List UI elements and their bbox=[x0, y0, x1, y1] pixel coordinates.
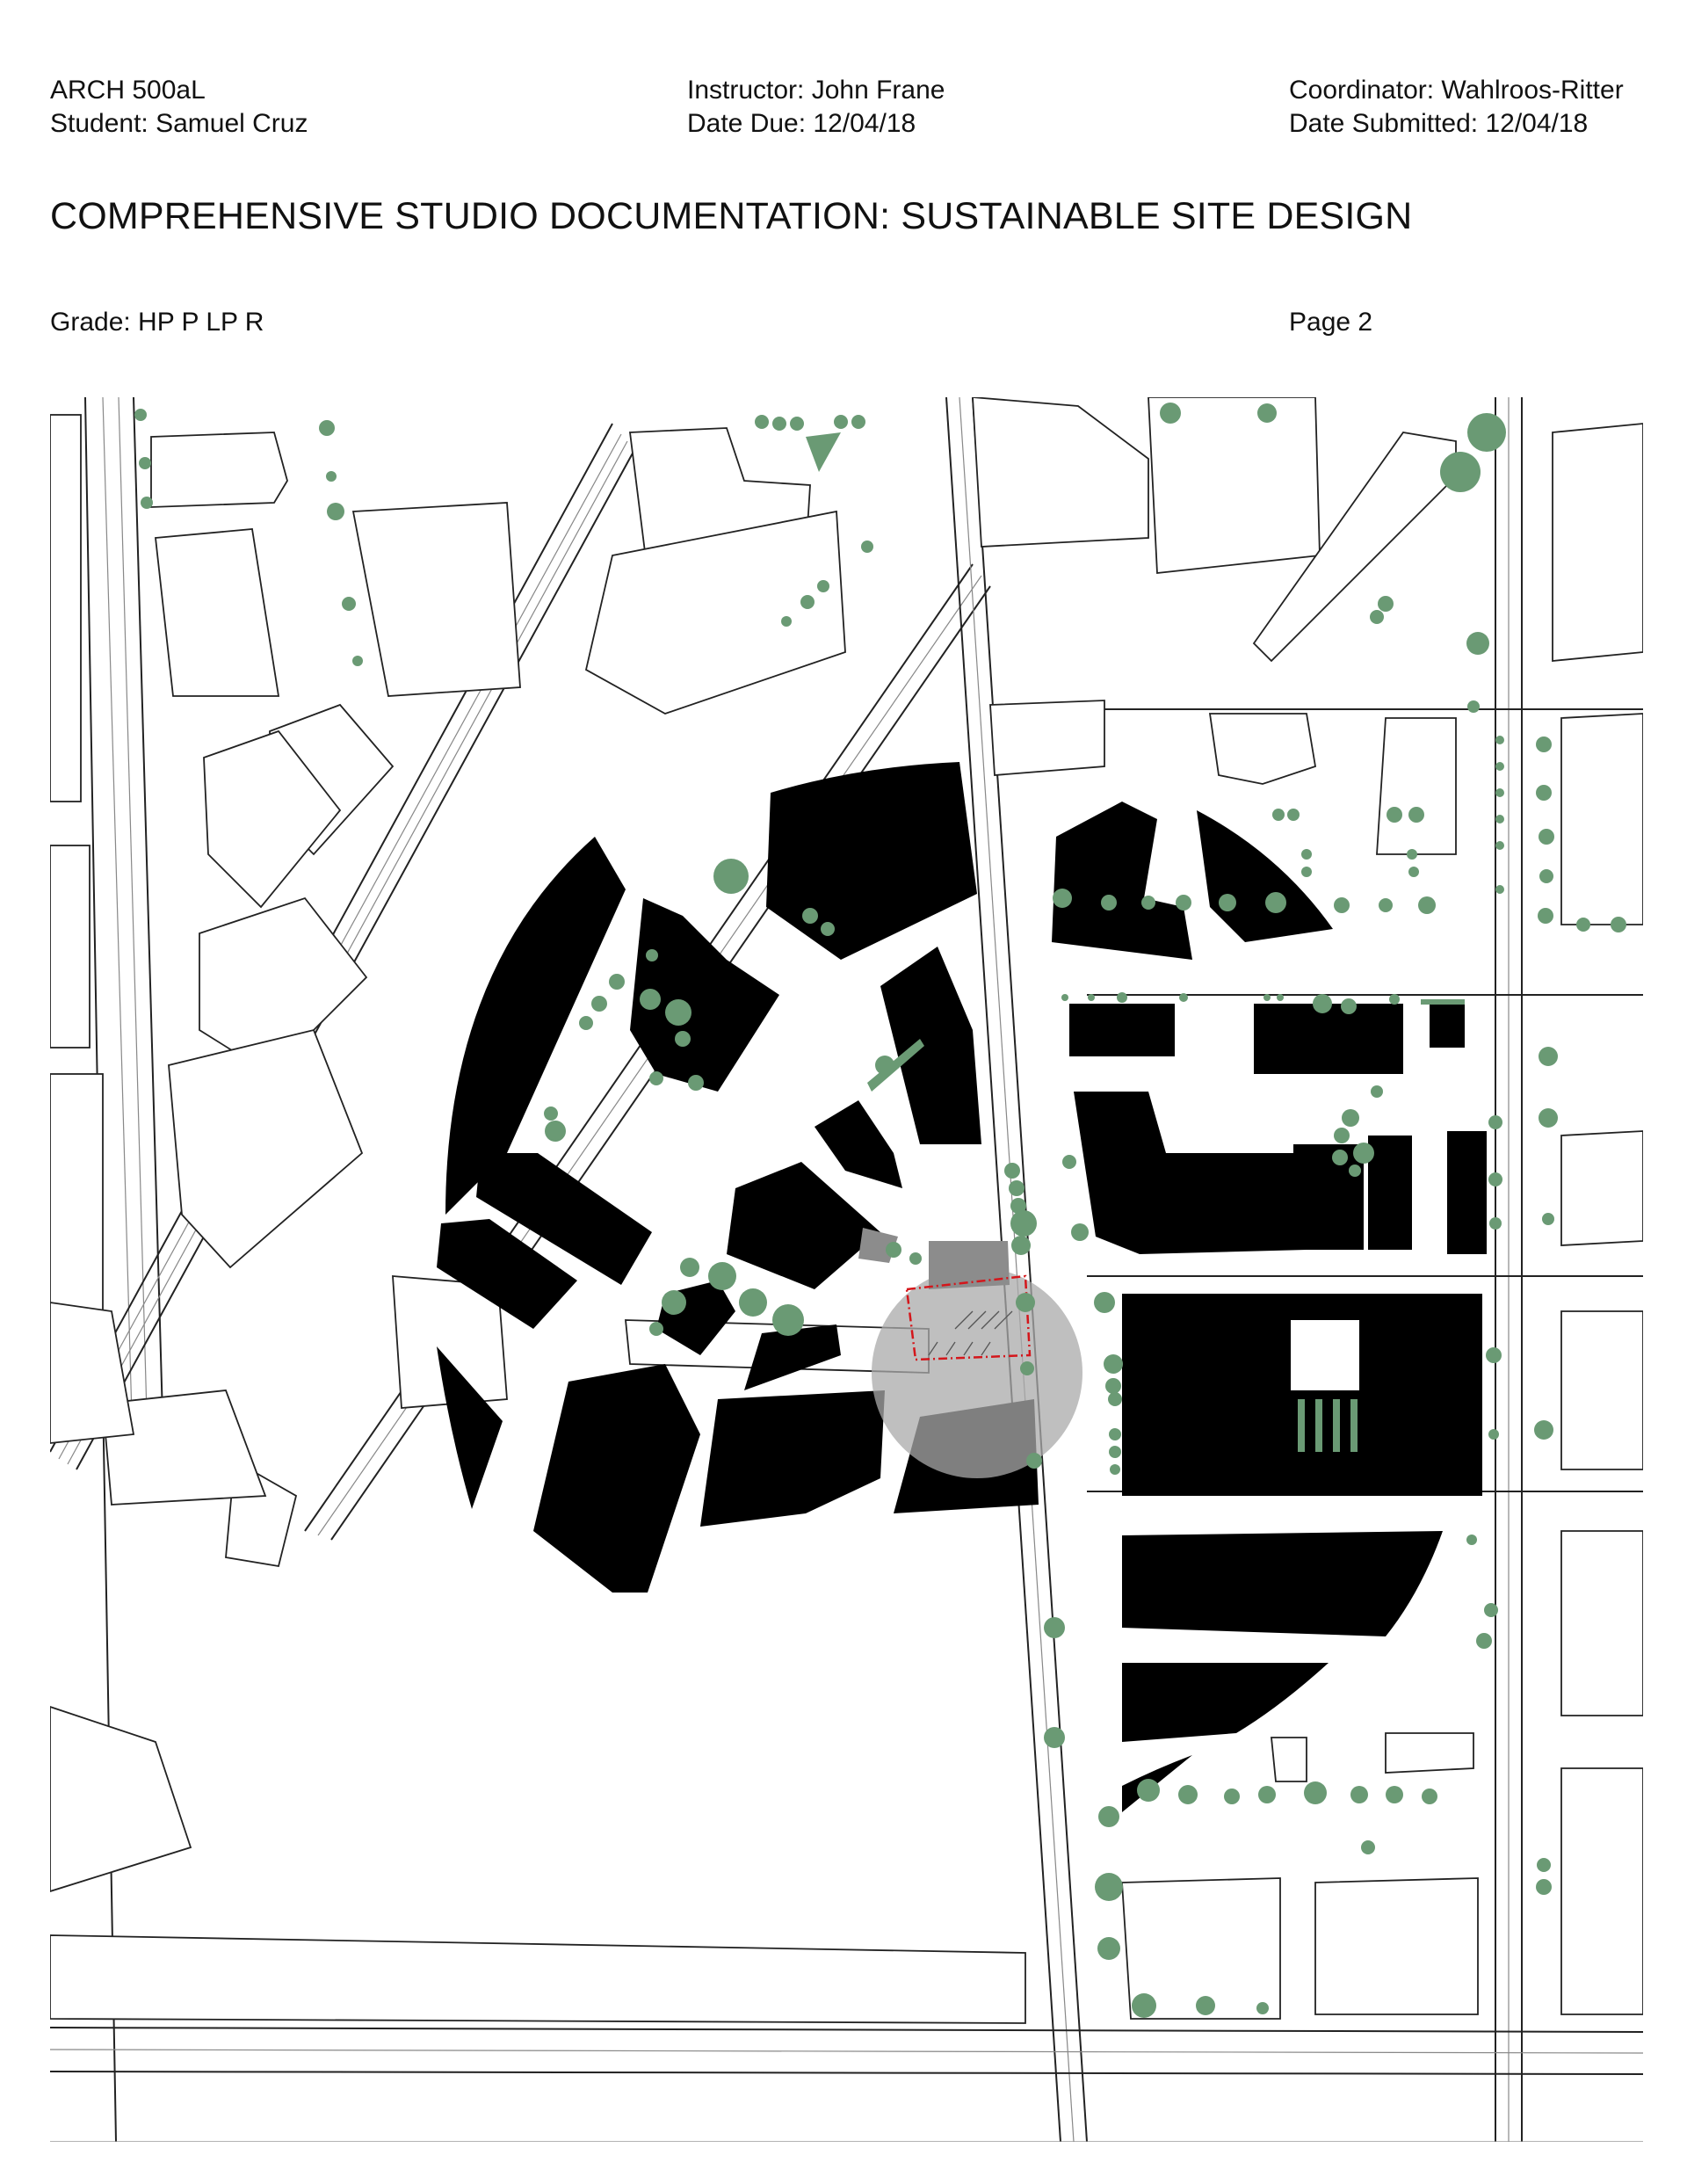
building-block-v bbox=[1122, 1531, 1443, 1636]
header-middle: Instructor: John Frane Date Due: 12/04/1… bbox=[687, 74, 945, 141]
green-strip bbox=[867, 1039, 924, 1092]
pavilion-gray bbox=[929, 1241, 1010, 1289]
instructor-name: Instructor: John Frane bbox=[687, 76, 945, 105]
building-block-n bbox=[1197, 810, 1333, 942]
site-plan-svg bbox=[50, 397, 1643, 2142]
courtyard-block bbox=[1122, 1294, 1482, 1496]
building-block-i bbox=[744, 1324, 841, 1390]
building-block-j bbox=[533, 1364, 700, 1593]
building-block-r bbox=[1074, 1092, 1307, 1254]
building-block-f bbox=[815, 1100, 902, 1188]
building-block-b bbox=[476, 1153, 652, 1285]
building-block-a bbox=[630, 898, 779, 1092]
coordinator-name: Coordinator: Wahlroos-Ritter bbox=[1289, 76, 1624, 105]
building-block-t bbox=[1368, 1136, 1412, 1250]
building-block-u bbox=[1447, 1131, 1487, 1254]
green-triangle bbox=[806, 432, 841, 472]
project-site bbox=[806, 432, 1465, 1478]
parking-stalls bbox=[928, 1310, 1013, 1356]
date-due: Date Due: 12/04/18 bbox=[687, 109, 916, 138]
document-title: COMPREHENSIVE STUDIO DOCUMENTATION: SUST… bbox=[50, 195, 1413, 237]
building-block-e bbox=[880, 947, 981, 1144]
building-block-m bbox=[1052, 802, 1192, 960]
context-buildings bbox=[50, 397, 1643, 2024]
parking-planting-strips bbox=[1298, 1399, 1358, 1452]
arc-building-north bbox=[445, 837, 626, 1215]
building-block-g bbox=[727, 1162, 880, 1289]
course-code: ARCH 500aL bbox=[50, 76, 206, 105]
building-block-p bbox=[1254, 1004, 1403, 1074]
header-left: ARCH 500aL Student: Samuel Cruz bbox=[50, 74, 308, 141]
site-boundary bbox=[905, 1274, 1032, 1361]
site-plan-drawing bbox=[50, 397, 1643, 2142]
plaza-circle bbox=[872, 1267, 1082, 1478]
building-block-w bbox=[1122, 1663, 1329, 1742]
student-name: Student: Samuel Cruz bbox=[50, 109, 308, 138]
date-submitted: Date Submitted: 12/04/18 bbox=[1289, 109, 1589, 138]
grade-line: Grade: HP P LP R bbox=[50, 308, 264, 337]
trees bbox=[134, 403, 1626, 2018]
building-block-d bbox=[766, 762, 977, 960]
building-block-c bbox=[437, 1219, 577, 1329]
page-number: Page 2 bbox=[1289, 308, 1373, 337]
building-block-o bbox=[1069, 1004, 1175, 1056]
building-block-k bbox=[700, 1390, 885, 1527]
building-block-s bbox=[1293, 1144, 1364, 1250]
header-right: Coordinator: Wahlroos-Ritter Date Submit… bbox=[1289, 74, 1624, 141]
green-strip-east bbox=[1421, 999, 1465, 1005]
building-block-q bbox=[1430, 1004, 1465, 1048]
arc-building-south bbox=[437, 1346, 503, 1509]
